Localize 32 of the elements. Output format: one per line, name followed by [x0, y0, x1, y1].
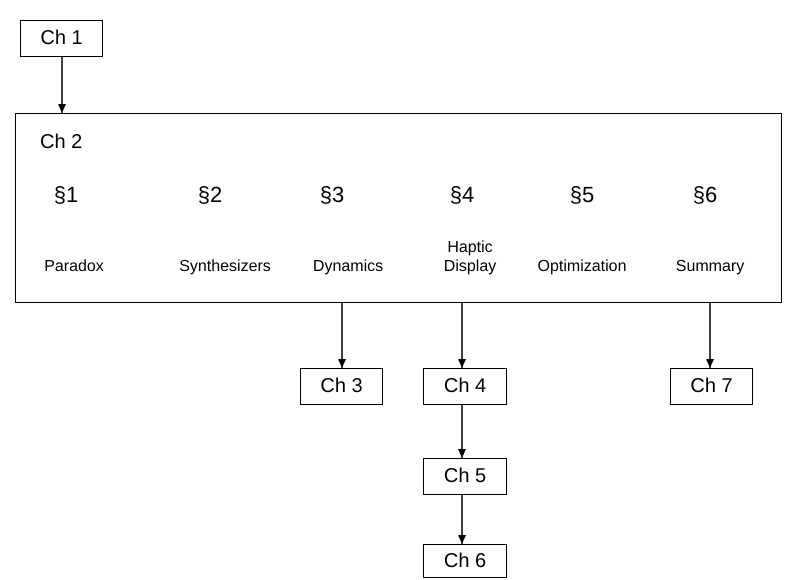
chapter-box	[300, 368, 383, 405]
section-number: §3	[320, 182, 344, 208]
chapter-box	[423, 368, 507, 405]
section-title: Optimization	[538, 258, 626, 276]
chapter-label: Ch 7	[690, 375, 733, 398]
section-title: Summary	[676, 258, 744, 276]
arrow	[706, 303, 714, 368]
chapter-box	[20, 20, 103, 57]
arrow	[458, 405, 466, 458]
arrow	[458, 495, 466, 544]
arrow	[58, 57, 66, 113]
section-number: §4	[450, 182, 474, 208]
chapter-label: Ch 6	[444, 550, 486, 572]
arrow	[458, 303, 466, 368]
chapter-label: Ch 1	[40, 27, 83, 50]
section-number: §1	[54, 182, 78, 208]
arrow	[338, 303, 346, 368]
chapter-box	[670, 368, 753, 405]
chapter-frame	[15, 113, 782, 303]
chapter-label: Ch 4	[444, 375, 486, 398]
section-title: Paradox	[44, 258, 104, 276]
section-number: §2	[198, 182, 222, 208]
chapter-label: Ch 5	[444, 465, 486, 488]
section-title: Dynamics	[312, 258, 384, 276]
section-title: Haptic Display	[442, 238, 498, 276]
chapter-box	[423, 544, 507, 578]
chapter-box	[423, 458, 507, 495]
chapter-label: Ch 3	[320, 375, 363, 398]
section-number: §5	[570, 182, 594, 208]
section-number: §6	[692, 182, 718, 208]
chapter-label: Ch 2	[40, 131, 82, 154]
section-title: Synthesizers	[179, 258, 271, 276]
